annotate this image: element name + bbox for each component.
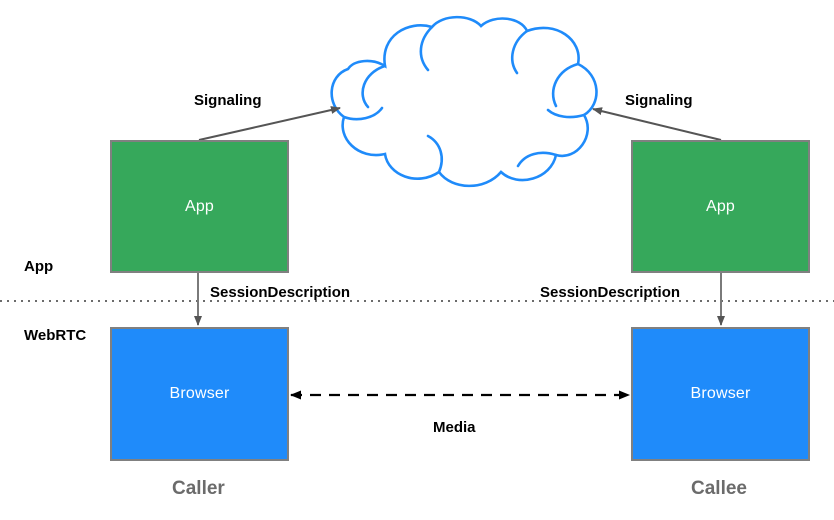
node-app-callee-label: App — [705, 197, 736, 215]
node-app-caller-label: App — [184, 197, 215, 215]
node-app-caller[interactable]: App — [110, 140, 289, 273]
arrow-signaling-right — [592, 107, 722, 141]
role-label-caller: Caller — [172, 478, 225, 499]
edge-label-signaling-right: Signaling — [625, 92, 693, 109]
layer-label-webrtc: WebRTC — [24, 327, 87, 344]
arrow-signaling-left — [198, 106, 341, 141]
edge-label-session-description-right: SessionDescription — [540, 284, 681, 301]
edge-label-media: Media — [433, 419, 476, 436]
role-label-callee: Callee — [691, 478, 747, 499]
node-browser-callee[interactable]: Browser — [631, 327, 810, 461]
layer-label-app: App — [24, 258, 54, 275]
node-app-callee[interactable]: App — [631, 140, 810, 273]
edge-label-session-description-left: SessionDescription — [210, 284, 351, 301]
node-browser-callee-label: Browser — [690, 385, 751, 402]
edge-label-signaling-left: Signaling — [194, 92, 262, 109]
node-browser-caller[interactable]: Browser — [110, 327, 289, 461]
cloud-icon — [330, 15, 598, 188]
node-browser-caller-label: Browser — [169, 385, 230, 402]
